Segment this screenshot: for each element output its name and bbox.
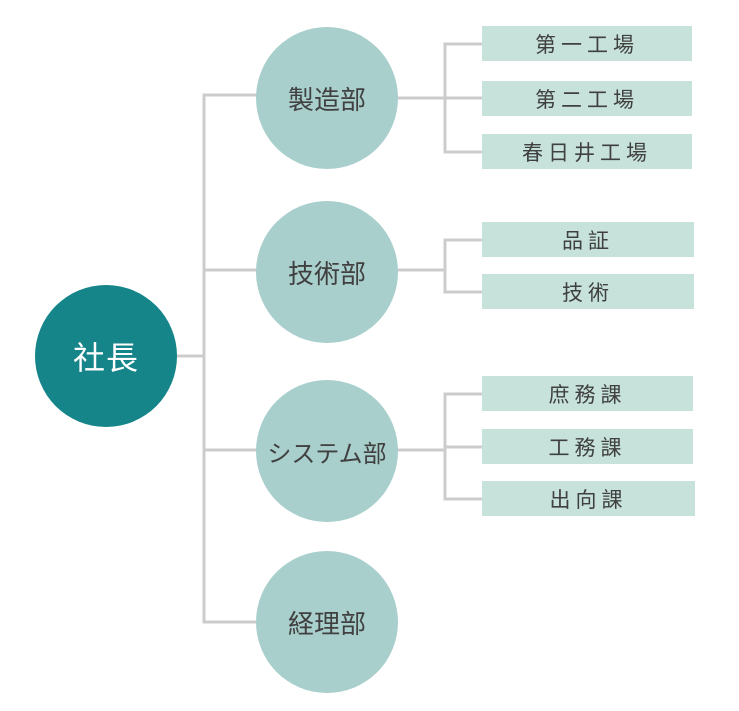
dept-node-accounting[interactable]: 経理部 — [256, 551, 398, 693]
dept-node-manufacturing[interactable]: 製造部 — [256, 27, 398, 169]
root-node-president[interactable]: 社長 — [35, 285, 177, 427]
unit-node-label: 第一工場 — [535, 32, 639, 57]
unit-node-label: 第二工場 — [535, 87, 639, 112]
dept-node-engineering[interactable]: 技術部 — [256, 201, 398, 343]
unit-node[interactable]: 第一工場 — [482, 26, 692, 61]
unit-node[interactable]: 技術 — [482, 274, 694, 309]
dept-node-label: 製造部 — [287, 85, 366, 116]
unit-node-label: 出向課 — [549, 487, 628, 512]
unit-node-label: 工務課 — [548, 435, 627, 460]
unit-node[interactable]: 出向課 — [482, 481, 695, 516]
dept-node-systems[interactable]: システム部 — [256, 380, 398, 522]
unit-node[interactable]: 第二工場 — [482, 81, 692, 116]
dept-node-label: 技術部 — [287, 259, 366, 290]
dept-node-label: 経理部 — [287, 609, 366, 640]
unit-node-label: 庶務課 — [548, 382, 627, 407]
dept-node-label: システム部 — [267, 439, 387, 468]
root-node-label: 社長 — [72, 339, 139, 377]
unit-node-label: 春日井工場 — [522, 140, 652, 165]
unit-node-label: 品証 — [562, 228, 614, 253]
unit-node[interactable]: 品証 — [482, 222, 694, 257]
unit-node-label: 技術 — [562, 280, 614, 305]
unit-node[interactable]: 春日井工場 — [482, 134, 692, 169]
unit-node[interactable]: 工務課 — [482, 429, 693, 464]
unit-node[interactable]: 庶務課 — [482, 376, 693, 411]
